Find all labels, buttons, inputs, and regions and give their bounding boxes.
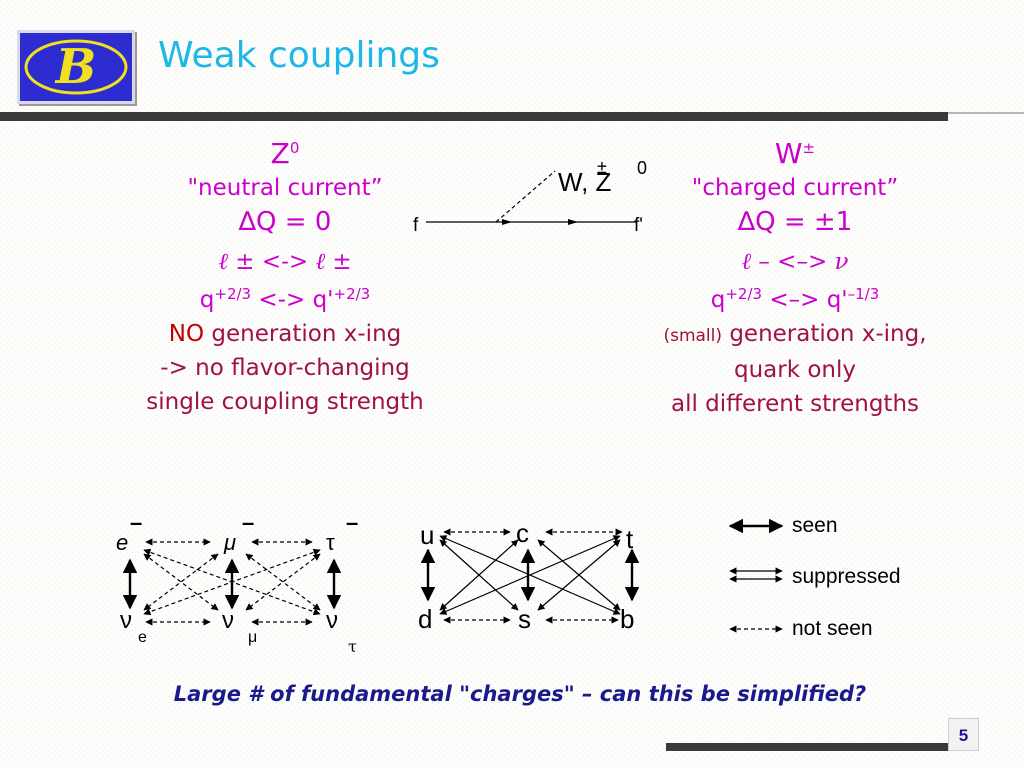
legend: seen suppressed not seen xyxy=(728,514,901,640)
neutrino-e: ν xyxy=(120,607,132,634)
fermion-out-label: f' xyxy=(634,215,643,236)
quark-t: t xyxy=(626,524,634,554)
top-divider xyxy=(0,112,948,121)
lepton-mu: μ xyxy=(223,530,236,555)
top-divider-thin xyxy=(948,112,1024,114)
legend-seen-label: seen xyxy=(792,514,838,537)
lepton-e-bar: – xyxy=(130,510,142,535)
charged-generation-line: (small) generation x-ing, xyxy=(663,321,927,347)
charged-strength-line: all different strengths xyxy=(670,391,920,417)
legend-suppressed-label: suppressed xyxy=(792,565,901,588)
quark-b: b xyxy=(620,604,634,634)
neutral-quark-line: q+2/3 <-> q'+2/3 xyxy=(199,285,371,313)
quark-u: u xyxy=(420,520,434,550)
neutral-generation-line: NO generation x-ing xyxy=(168,321,402,347)
logo-b-icon: B xyxy=(24,39,128,95)
charged-quark-line: q+2/3 <–> q'–1/3 xyxy=(710,285,880,313)
neutral-current-column: Z0 "neutral current” ∆Q = 0 ℓ ± <-> ℓ ± … xyxy=(110,137,460,419)
lepton-mu-bar: – xyxy=(242,510,254,535)
boson-plus-label: ± xyxy=(597,157,607,177)
w-boson-heading: W± xyxy=(774,137,816,170)
charged-delta-q: ∆Q = ±1 xyxy=(737,207,853,237)
lepton-coupling-diagram: e μ τ – – – ν ν ν e μ τ xyxy=(116,510,358,656)
neutrino-mu: ν xyxy=(222,607,234,634)
bottom-question: Large # of fundamental "charges" – can t… xyxy=(173,682,867,706)
boson-label: W, Z xyxy=(558,167,612,197)
neutral-delta-q: ∆Q = 0 xyxy=(238,207,332,237)
lepton-tau-bar: – xyxy=(346,510,358,535)
charged-current-column: W± "charged current” ∆Q = ±1 ℓ – <–> ν q… xyxy=(620,137,970,421)
lepton-tau: τ xyxy=(326,530,335,555)
neutrino-tau: ν xyxy=(326,607,338,634)
charged-lepton-line: ℓ – <–> ν xyxy=(741,249,849,275)
slide-title: Weak couplings xyxy=(158,35,440,76)
logo: B xyxy=(17,30,135,104)
boson-zero-label: 0 xyxy=(637,158,647,178)
neutral-strength-line: single coupling strength xyxy=(146,389,424,415)
quark-c: c xyxy=(516,518,529,548)
neutral-flavor-line: -> no flavor-changing xyxy=(160,355,410,381)
lepton-e: e xyxy=(116,530,128,555)
quark-s: s xyxy=(518,604,531,634)
neutrino-mu-sub: μ xyxy=(248,629,257,646)
neutral-current-name: "neutral current” xyxy=(187,175,383,201)
logo-letter: B xyxy=(54,39,97,95)
quark-d: d xyxy=(418,604,432,634)
charged-current-name: "charged current” xyxy=(691,175,899,201)
bottom-divider xyxy=(666,743,948,751)
legend-not-seen-label: not seen xyxy=(792,617,873,640)
feynman-vertex: f f' W, Z ± 0 xyxy=(413,157,647,236)
page-number: 5 xyxy=(948,718,979,751)
fermion-in-label: f xyxy=(413,215,419,236)
neutrino-e-sub: e xyxy=(138,629,147,646)
charged-quark-only-line: quark only xyxy=(733,357,856,383)
z-boson-heading: Z0 xyxy=(270,137,300,170)
neutral-lepton-line: ℓ ± <-> ℓ ± xyxy=(218,249,352,275)
quark-coupling-diagram: u c t d s b xyxy=(418,518,640,634)
neutrino-tau-sub: τ xyxy=(348,637,357,656)
